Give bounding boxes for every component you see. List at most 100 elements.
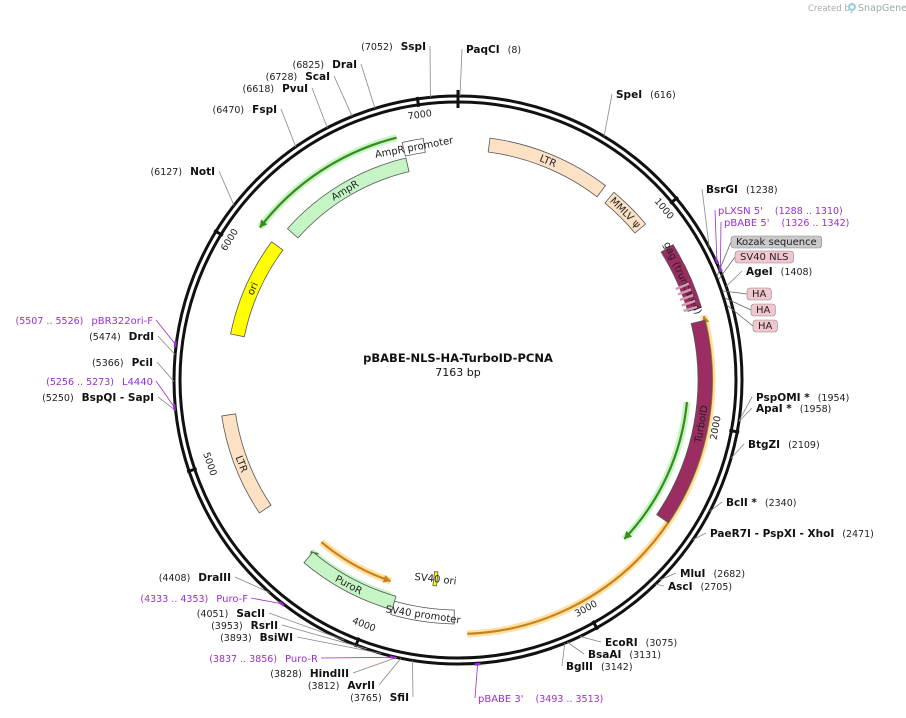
small-feature[interactable]: HA bbox=[750, 303, 776, 317]
enzyme-position: (6728) bbox=[266, 72, 298, 83]
small-feature[interactable]: HA bbox=[752, 319, 778, 333]
enzyme-site-asci[interactable]: AscI(2705) bbox=[668, 581, 732, 593]
tick-label: 5000 bbox=[200, 451, 218, 477]
tag-stripe bbox=[681, 299, 696, 307]
feature-arc bbox=[390, 600, 455, 625]
enzyme-site-bsrgi[interactable]: BsrGI(1238) bbox=[706, 184, 778, 196]
primer-mark bbox=[173, 341, 177, 348]
primer-mark bbox=[172, 403, 176, 411]
enzyme-leader bbox=[157, 335, 176, 355]
feature-arc bbox=[303, 551, 397, 611]
enzyme-site-ecori[interactable]: EcoRI (3075) bbox=[605, 637, 677, 649]
enzyme-site-bglii[interactable]: BglII(3142) bbox=[566, 661, 633, 673]
enzyme-leader bbox=[157, 396, 176, 411]
enzyme-site-paer7i[interactable]: PaeR7I - PspXI - XhoI(2471) bbox=[710, 528, 874, 540]
primer-name: Puro-F bbox=[216, 594, 248, 605]
tick-label: 7000 bbox=[407, 108, 433, 122]
enzyme-site-sspi[interactable]: SspI(7052) bbox=[361, 41, 426, 53]
enzyme-leader bbox=[603, 93, 613, 137]
tick-mark bbox=[186, 467, 198, 474]
enzyme-site-sfii[interactable]: SfiI(3765) bbox=[350, 692, 409, 704]
enzyme-name: SpeI bbox=[616, 89, 642, 101]
backbone-outer bbox=[172, 94, 744, 666]
enzyme-leader bbox=[296, 636, 382, 654]
enzyme-position: (4051) bbox=[197, 609, 229, 620]
plasmid-name: pBABE-NLS-HA-TurboID-PCNA bbox=[363, 351, 553, 365]
enzyme-name: HindIII bbox=[310, 668, 349, 680]
credit-prefix: Created by bbox=[808, 4, 855, 14]
enzyme-position: (3075) bbox=[646, 638, 678, 649]
primer-range: (4333 .. 4353) bbox=[140, 594, 208, 605]
tick-mark bbox=[353, 637, 361, 648]
enzyme-name: SacII bbox=[236, 608, 265, 620]
enzyme-position: (6825) bbox=[293, 60, 325, 71]
enzyme-site-hindiii[interactable]: HindIII(3828) bbox=[270, 668, 349, 680]
primer-pbabe-5-[interactable]: pBABE 5'(1326 .. 1342) bbox=[724, 218, 849, 229]
primer-range: (1326 .. 1342) bbox=[782, 218, 850, 229]
primer-puro-r[interactable]: Puro-R(3837 .. 3856) bbox=[209, 654, 318, 665]
small-feature-box bbox=[752, 319, 778, 333]
feature-leader bbox=[716, 241, 732, 277]
enzyme-position: (1954) bbox=[818, 393, 850, 404]
enzyme-site-btgzi[interactable]: BtgZI(2109) bbox=[748, 439, 820, 451]
primer-leader bbox=[714, 209, 718, 261]
enzyme-name: BclI * bbox=[726, 497, 757, 509]
enzyme-position: (8) bbox=[508, 45, 521, 56]
enzyme-site-bsaai[interactable]: BsaAI(3131) bbox=[588, 649, 661, 661]
primer-l4440[interactable]: L4440(5256 .. 5273) bbox=[46, 377, 153, 388]
primer-range: (5507 .. 5526) bbox=[16, 316, 84, 327]
enzyme-site-sacii[interactable]: SacII (4051) bbox=[197, 608, 265, 620]
enzyme-site-spei[interactable]: SpeI(616) bbox=[616, 89, 676, 101]
enzyme-leader bbox=[352, 657, 398, 674]
enzyme-site-draiii[interactable]: DraIII(4408) bbox=[159, 572, 231, 584]
enzyme-name: BspQI - SapI bbox=[82, 392, 154, 404]
enzyme-name: PciI bbox=[132, 357, 153, 369]
feature-leader bbox=[722, 290, 748, 295]
enzyme-site-bspqi[interactable]: BspQI - SapI(5250) bbox=[42, 392, 154, 404]
enzyme-site-drdi[interactable]: DrdI(5474) bbox=[89, 331, 154, 343]
credit-brand: SnapGene bbox=[858, 3, 906, 14]
enzyme-leader bbox=[579, 636, 602, 643]
enzyme-leader bbox=[725, 270, 743, 287]
primer-pbr322ori-f[interactable]: pBR322ori-F(5507 .. 5526) bbox=[16, 316, 154, 327]
enzyme-site-pcii[interactable]: PciI(5366) bbox=[92, 357, 153, 369]
enzyme-position: (1958) bbox=[800, 404, 832, 415]
enzyme-site-fspi[interactable]: FspI(6470) bbox=[213, 104, 277, 116]
primer-pbabe-3-[interactable]: pBABE 3'(3493 .. 3513) bbox=[478, 694, 603, 705]
enzyme-name: AgeI bbox=[746, 266, 773, 278]
enzyme-site-bsiwi[interactable]: BsiWI(3893) bbox=[220, 632, 293, 644]
enzyme-name: BglII bbox=[566, 661, 593, 673]
enzyme-site-rsrii[interactable]: RsrII(3953) bbox=[211, 620, 278, 632]
enzyme-position: (2471) bbox=[842, 529, 874, 540]
enzyme-site-apai[interactable]: ApaI *(1958) bbox=[756, 403, 831, 415]
primer-mark bbox=[278, 600, 285, 607]
enzyme-name: DrdI bbox=[129, 331, 154, 343]
small-feature[interactable]: Kozak sequence bbox=[730, 235, 823, 249]
enzyme-site-scai[interactable]: ScaI(6728) bbox=[266, 71, 330, 83]
enzyme-site-pvui[interactable]: PvuI(6618) bbox=[242, 83, 308, 95]
small-feature[interactable]: HA bbox=[746, 287, 772, 301]
small-feature[interactable]: SV40 NLS bbox=[734, 250, 794, 264]
tick-label: 2000 bbox=[708, 415, 723, 441]
enzyme-site-drai[interactable]: DraI(6825) bbox=[293, 59, 357, 71]
enzyme-name: AvrII bbox=[347, 680, 375, 692]
enzyme-name: SspI bbox=[401, 41, 426, 53]
enzyme-site-paqci[interactable]: PaqCI(8) bbox=[466, 44, 521, 56]
enzyme-leader bbox=[280, 108, 297, 148]
primer-puro-f[interactable]: Puro-F (4333 .. 4353) bbox=[140, 594, 248, 605]
enzyme-name: EcoRI bbox=[605, 637, 638, 649]
primer-name: pBABE 3' bbox=[478, 694, 524, 705]
enzyme-site-bcli[interactable]: BclI *(2340) bbox=[726, 497, 796, 509]
enzyme-site-agei[interactable]: AgeI(1408) bbox=[746, 266, 812, 278]
tick-mark bbox=[591, 620, 599, 631]
enzyme-name: MluI bbox=[680, 568, 705, 580]
primer-name: Puro-R bbox=[285, 654, 318, 665]
enzyme-site-noti[interactable]: NotI(6127) bbox=[150, 166, 215, 178]
small-feature-box bbox=[730, 235, 823, 249]
enzyme-site-avrii[interactable]: AvrII(3812) bbox=[308, 680, 375, 692]
enzyme-leader bbox=[709, 501, 723, 512]
enzyme-site-mlui[interactable]: MluI(2682) bbox=[680, 568, 745, 580]
primer-name: L4440 bbox=[122, 377, 153, 388]
primer-plxsn-5-[interactable]: pLXSN 5'(1288 .. 1310) bbox=[718, 206, 843, 217]
enzyme-site-pspomi[interactable]: PspOMI *(1954) bbox=[756, 392, 849, 404]
